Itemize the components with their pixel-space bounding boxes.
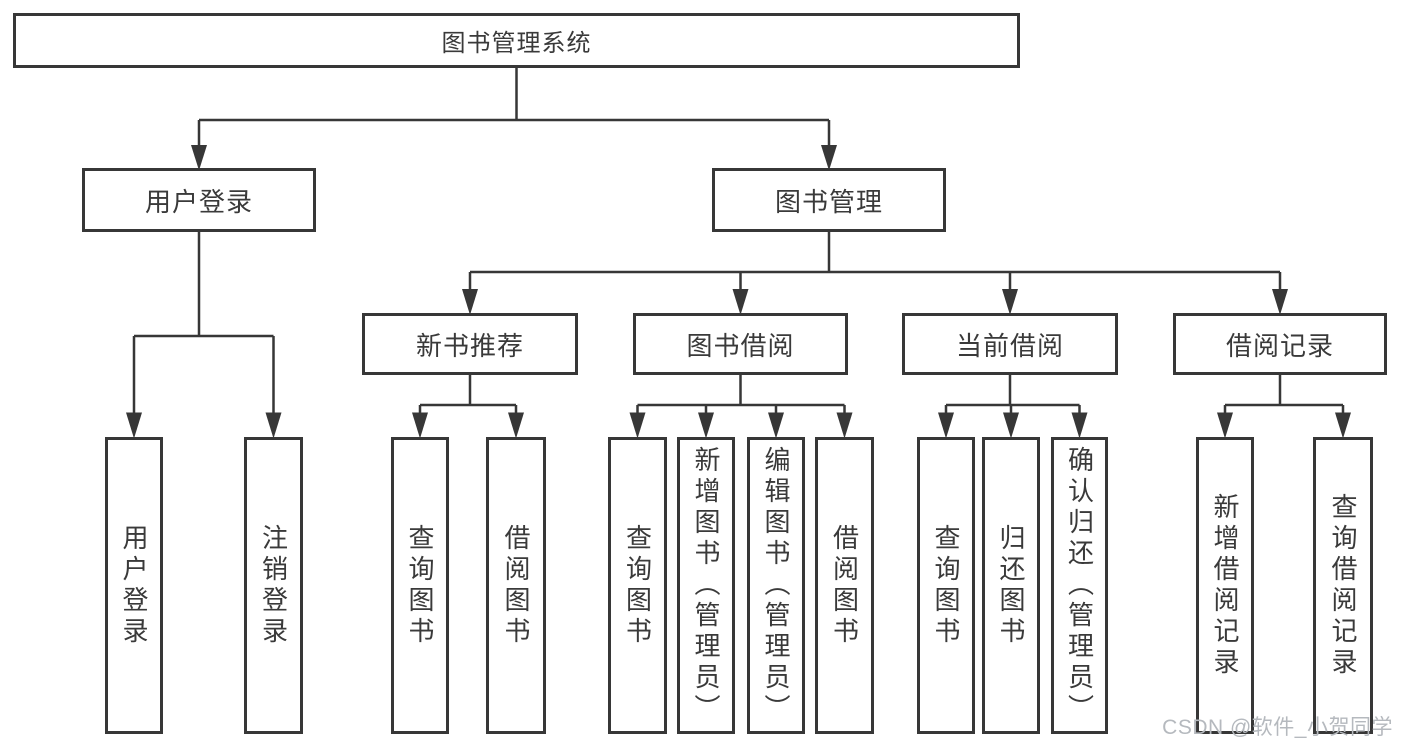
connector-user-login-to-leaves xyxy=(126,232,282,439)
node-label: 图书管理 xyxy=(774,186,883,217)
leaf-query-books-borrow: 查询图书 xyxy=(608,437,667,734)
node-new-book-recommend: 新书推荐 xyxy=(362,313,578,375)
arrowhead xyxy=(126,412,142,439)
arrowhead xyxy=(698,412,714,439)
connector-current-borrow-to-leaves xyxy=(938,375,1088,439)
node-label: 查询图书 xyxy=(405,523,435,648)
arrowhead xyxy=(938,412,954,439)
leaf-borrow-books: 借阅图书 xyxy=(815,437,874,734)
leaf-query-books-recommend: 查询图书 xyxy=(391,437,449,734)
leaf-logout: 注销登录 xyxy=(244,437,303,734)
arrowhead xyxy=(768,412,784,439)
node-label: 新书推荐 xyxy=(415,330,524,361)
node-book-management: 图书管理 xyxy=(712,168,946,232)
connector-book-borrow-to-leaves xyxy=(629,375,853,439)
node-label: 注销登录 xyxy=(258,523,289,648)
arrowhead xyxy=(191,145,207,171)
arrowhead xyxy=(732,289,749,315)
arrowhead xyxy=(629,412,646,439)
arrowhead xyxy=(821,145,837,171)
arrowhead xyxy=(1335,412,1351,439)
connector-book-mgmt-to-level3 xyxy=(462,232,1288,315)
node-label: 查询图书 xyxy=(931,523,961,648)
node-label: 用户登录 xyxy=(144,186,253,217)
node-label: 编辑图书（管理员） xyxy=(761,446,791,725)
arrowhead xyxy=(1071,412,1088,439)
node-root-library-system: 图书管理系统 xyxy=(13,13,1020,68)
arrowhead xyxy=(1003,412,1019,439)
node-label: 借阅图书 xyxy=(829,523,860,648)
connector-new-book-to-leaves xyxy=(412,375,524,439)
node-label: 图书管理系统 xyxy=(441,30,592,57)
node-label: 用户登录 xyxy=(119,523,149,648)
leaf-query-books-current: 查询图书 xyxy=(917,437,975,734)
arrowhead xyxy=(1002,289,1018,315)
node-label: 当前借阅 xyxy=(955,330,1064,361)
node-label: 图书借阅 xyxy=(686,330,795,361)
connector-borrow-record-to-leaves xyxy=(1217,375,1351,439)
arrowhead xyxy=(1272,289,1288,315)
leaf-return-books: 归还图书 xyxy=(982,437,1040,734)
leaf-query-borrow-record: 查询借阅记录 xyxy=(1313,437,1373,734)
node-label: 新增图书（管理员） xyxy=(691,446,721,725)
node-current-borrowing: 当前借阅 xyxy=(902,313,1118,375)
node-label: 归还图书 xyxy=(996,523,1026,648)
node-borrowing-records: 借阅记录 xyxy=(1173,313,1387,375)
leaf-add-books-admin: 新增图书（管理员） xyxy=(677,437,735,734)
node-label: 查询图书 xyxy=(622,523,653,648)
node-user-login: 用户登录 xyxy=(82,168,316,232)
arrowhead xyxy=(508,412,524,439)
connector-root-to-level2 xyxy=(191,68,837,171)
csdn-watermark: CSDN @软件_小贺同学 xyxy=(1162,716,1393,739)
leaf-edit-books-admin: 编辑图书（管理员） xyxy=(747,437,805,734)
arrowhead xyxy=(1217,412,1233,439)
node-label: 确认归还（管理员） xyxy=(1064,446,1095,725)
node-label: 借阅记录 xyxy=(1225,330,1334,361)
arrowhead xyxy=(412,412,428,439)
node-book-borrowing: 图书借阅 xyxy=(633,313,848,375)
node-label: 新增借阅记录 xyxy=(1210,492,1240,679)
leaf-add-borrow-record: 新增借阅记录 xyxy=(1196,437,1254,734)
arrowhead xyxy=(265,412,282,439)
leaf-user-login: 用户登录 xyxy=(105,437,163,734)
node-label: 借阅图书 xyxy=(501,523,531,648)
arrowhead xyxy=(836,412,853,439)
leaf-borrow-books-recommend: 借阅图书 xyxy=(486,437,546,734)
arrowhead xyxy=(462,289,478,315)
node-label: 查询借阅记录 xyxy=(1328,492,1358,679)
leaf-confirm-return-admin: 确认归还（管理员） xyxy=(1051,437,1108,734)
